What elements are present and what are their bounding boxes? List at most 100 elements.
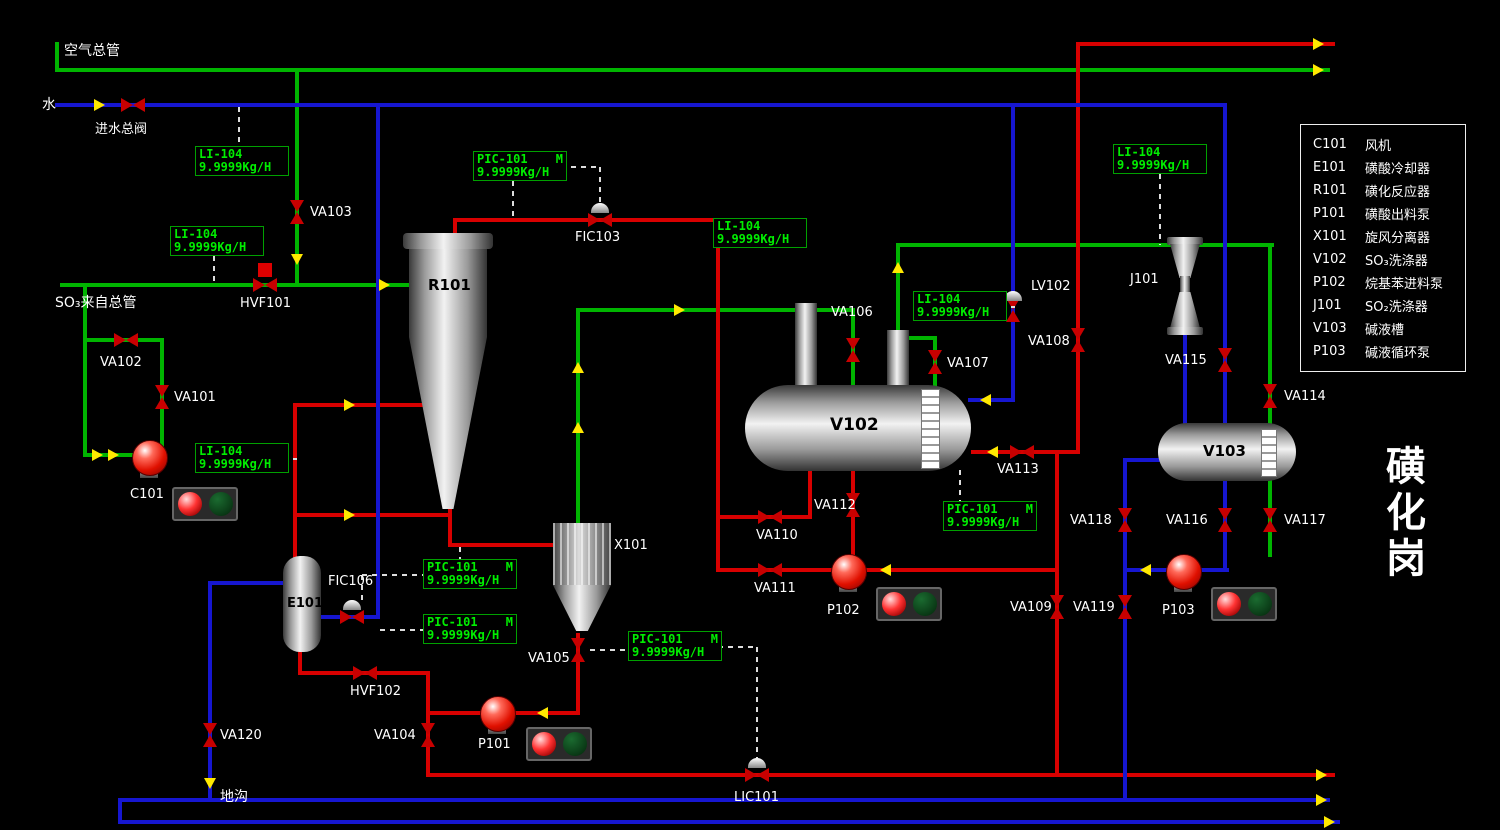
valve-fic103[interactable] [588, 213, 612, 227]
legend-name: SO₃洗涤器 [1365, 254, 1428, 269]
instrument-li104-c101[interactable]: LI-104 9.9999Kg/H [195, 443, 289, 473]
valve-va113[interactable] [1010, 445, 1034, 459]
legend-name: 磺化反应器 [1365, 185, 1431, 200]
valve-va116[interactable] [1218, 508, 1232, 532]
valve-va110[interactable] [758, 510, 782, 524]
valve-va103[interactable] [290, 200, 304, 224]
signal-li104-j101 [1159, 174, 1161, 245]
flow-arrow-icon [537, 707, 548, 719]
instrument-value: 9.9999Kg/H [917, 305, 990, 319]
legend-name: 旋风分离器 [1365, 231, 1431, 246]
va102-label: VA102 [100, 355, 142, 370]
valve-va120[interactable] [203, 723, 217, 747]
fic106-label: FIC106 [328, 574, 374, 589]
valve-va119[interactable] [1118, 595, 1132, 619]
valve-fic106[interactable] [340, 610, 364, 624]
instrument-value: 9.9999Kg/H [427, 628, 500, 642]
lic101-label: LIC101 [734, 790, 779, 805]
e101-body [283, 556, 321, 652]
valve-va101[interactable] [155, 385, 169, 409]
valve-hvf102[interactable] [353, 666, 377, 680]
instrument-li104-so3[interactable]: LI-104 9.9999Kg/H [170, 226, 264, 256]
legend-code: R101 [1313, 183, 1347, 198]
pipe-air-main [55, 68, 1330, 72]
valve-va117[interactable] [1263, 508, 1277, 532]
va110-label: VA110 [756, 528, 798, 543]
signal-pic-r101 [459, 547, 461, 561]
valve-va106[interactable] [846, 338, 860, 362]
p102-pump[interactable] [831, 554, 867, 590]
p101-run-lamp-icon [531, 732, 556, 756]
valve-va114[interactable] [1263, 384, 1277, 408]
fic103-actuator-icon [591, 203, 609, 213]
pipe-air-main-stub [55, 42, 59, 70]
legend-name: 磺酸冷却器 [1365, 162, 1431, 177]
p101-pump[interactable] [480, 696, 516, 732]
flow-arrow-icon [291, 254, 303, 265]
pipe-drain-connector [118, 798, 122, 824]
legend-code: E101 [1313, 160, 1347, 175]
valve-va107[interactable] [928, 350, 942, 374]
va112-label: VA112 [814, 498, 856, 513]
page-title-char: 化 [1386, 490, 1426, 536]
pipe-x101-bottoms [576, 633, 580, 715]
instrument-tag: LI-104 [917, 292, 961, 306]
valve-lic101[interactable] [745, 768, 769, 782]
pipe-v103-left-tee [1123, 458, 1162, 462]
valve-inlet-main[interactable] [121, 98, 145, 112]
pipe-recycle-lower [293, 513, 452, 517]
instrument-value: 9.9999Kg/H [477, 165, 550, 179]
valve-va102[interactable] [114, 333, 138, 347]
instrument-value: 9.9999Kg/H [717, 232, 790, 246]
valve-va115[interactable] [1218, 348, 1232, 372]
hvf101-handwheel-icon [258, 263, 272, 277]
p102-label: P102 [827, 603, 860, 618]
signal-pic-va105 [590, 649, 630, 651]
pipe-r101-feed-header [453, 218, 720, 222]
instrument-li104-j101[interactable]: LI-104 9.9999Kg/H [1113, 144, 1207, 174]
instrument-li104-v102feed[interactable]: LI-104 9.9999Kg/H [713, 218, 807, 248]
pipe-r101-top-stub [453, 218, 457, 235]
instrument-value: 9.9999Kg/H [199, 160, 272, 174]
valve-lv102[interactable] [1006, 298, 1020, 322]
p103-pump[interactable] [1166, 554, 1202, 590]
valve-va108[interactable] [1071, 328, 1085, 352]
flow-arrow-icon [344, 399, 355, 411]
instrument-mode: M [505, 560, 513, 574]
instrument-value: 9.9999Kg/H [427, 573, 500, 587]
valve-va104[interactable] [421, 723, 435, 747]
page-title: 磺 化 岗 [1386, 444, 1426, 582]
valve-va118[interactable] [1118, 508, 1132, 532]
pipe-feed-riser-718 [716, 218, 720, 572]
valve-va109[interactable] [1050, 595, 1064, 619]
j101-throat [1180, 276, 1190, 294]
p101-stop-lamp-icon [562, 732, 587, 756]
pipe-r101-to-x101 [448, 543, 556, 547]
instrument-mode: M [1025, 502, 1033, 516]
va117-label: VA117 [1284, 513, 1326, 528]
pipe-va107-tee [897, 336, 937, 340]
valve-hvf101[interactable] [253, 278, 277, 292]
pipe-drain-main [118, 798, 1330, 802]
p102-stop-lamp-icon [912, 592, 937, 616]
c101-fan[interactable] [132, 440, 168, 476]
legend-code: V103 [1313, 321, 1347, 336]
pipe-cooling-downcomer [376, 103, 380, 619]
pipe-air-branch-down [295, 70, 299, 287]
flow-arrow-icon [880, 564, 891, 576]
va119-label: VA119 [1073, 600, 1115, 615]
instrument-li104-lv102[interactable]: LI-104 9.9999Kg/H [913, 291, 1007, 321]
valve-va105[interactable] [571, 638, 585, 662]
flow-arrow-icon [1316, 769, 1327, 781]
instrument-li104-water[interactable]: LI-104 9.9999Kg/H [195, 146, 289, 176]
flow-arrow-icon [1316, 794, 1327, 806]
pipe-lv102-downcomer [1011, 103, 1015, 402]
valve-va111[interactable] [758, 563, 782, 577]
